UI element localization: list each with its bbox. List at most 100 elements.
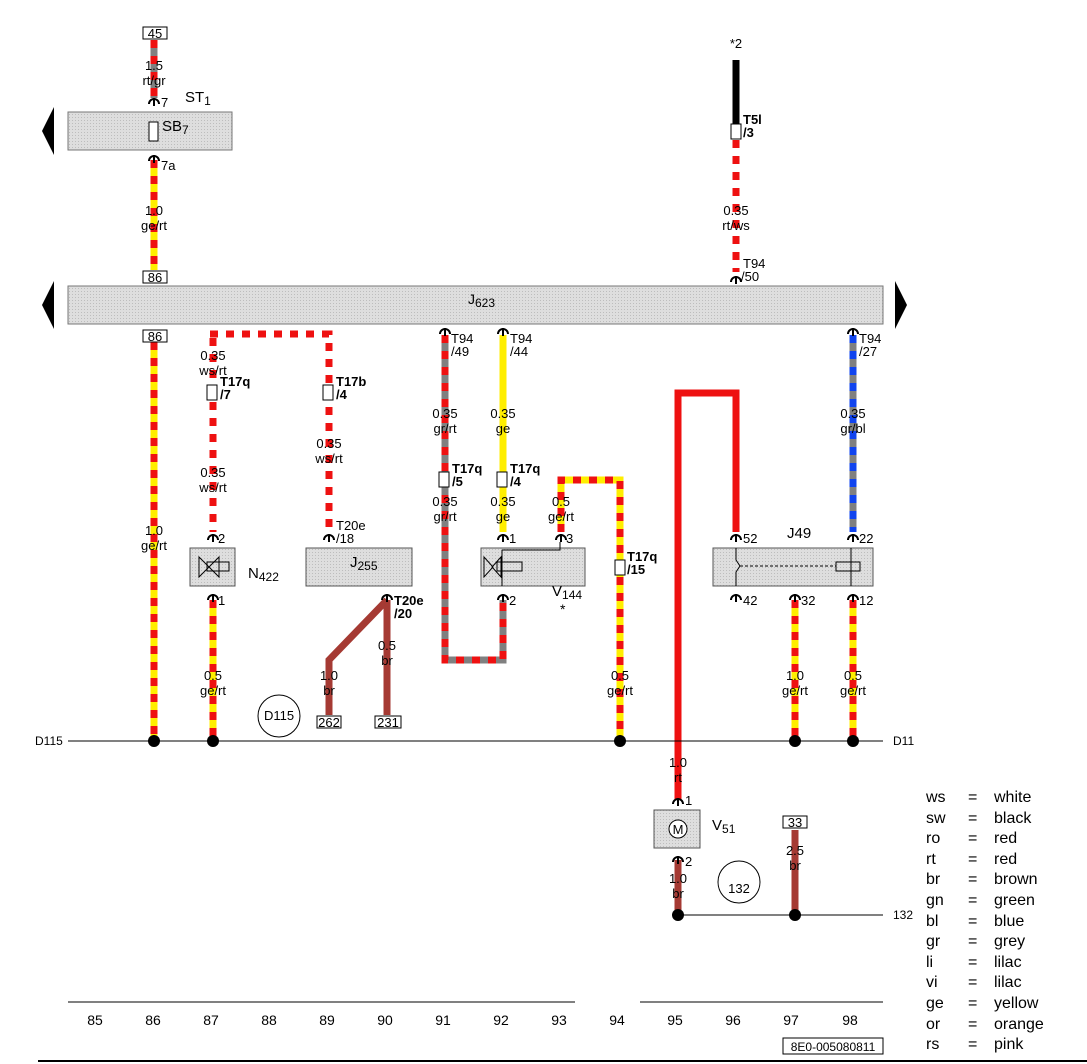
legend-equals: =	[968, 891, 978, 909]
connector-label: T17q	[627, 549, 657, 564]
ground-label-right: D11	[893, 734, 914, 748]
legend-code: rt	[926, 850, 936, 868]
junction-dot	[789, 735, 801, 747]
wire-color: rt/ws	[722, 218, 750, 233]
legend-row: rs=pink	[926, 1035, 1076, 1056]
document-number: 8E0-005080811	[791, 1040, 876, 1054]
wire-size: 0.5	[552, 494, 570, 509]
legend-color-name: brown	[994, 871, 1038, 889]
track-number: 93	[551, 1012, 567, 1028]
motor-v144	[480, 542, 586, 587]
pin-label: 1	[509, 531, 516, 546]
terminal-boxes	[142, 26, 808, 829]
track-number: 85	[87, 1012, 103, 1028]
junction-dot	[148, 735, 160, 747]
connector-label: /18	[336, 531, 354, 546]
wire-91-stripe	[441, 335, 507, 664]
legend-color-name: blue	[994, 912, 1025, 930]
wire-262	[325, 597, 390, 715]
legend-color-name: red	[994, 830, 1018, 848]
connector-label: T20e	[336, 518, 366, 533]
connector-label: T94	[451, 331, 473, 346]
legend-row: ro=red	[926, 829, 1076, 850]
pin-label: 42	[743, 593, 757, 608]
legend-row: bl=blue	[926, 912, 1076, 933]
wire-color: ge/rt	[548, 509, 574, 524]
left-arrow-icon	[42, 107, 54, 155]
connector-label: T17b	[336, 374, 366, 389]
legend-code: rs	[926, 1036, 940, 1054]
legend-code: bl	[926, 912, 939, 930]
legend-color-name: lilac	[994, 974, 1022, 992]
track-number: 89	[319, 1012, 335, 1028]
legend-color-name: green	[994, 891, 1035, 909]
wire-color: ge/rt	[141, 538, 167, 553]
wire-color: rt/gr	[142, 73, 166, 88]
track-number: 95	[667, 1012, 683, 1028]
legend-color-name: orange	[994, 1015, 1044, 1033]
wire-color: ge	[496, 421, 510, 436]
legend-equals: =	[968, 933, 978, 951]
relay-j49	[712, 547, 874, 587]
wire-color: br	[789, 858, 801, 873]
wire-color: gr/rt	[433, 421, 457, 436]
wire-size: 0.35	[200, 465, 225, 480]
track-number: 86	[145, 1012, 161, 1028]
ground-label-bottom: 132	[893, 908, 913, 922]
pin-label: 2	[685, 854, 692, 869]
wire-color: ge	[496, 509, 510, 524]
wire-size: 0.35	[840, 406, 865, 421]
control-unit-j623-name: J623	[468, 291, 495, 310]
legend-color-name: lilac	[994, 953, 1022, 971]
valve-n422	[189, 547, 236, 587]
wire-color: ge/rt	[141, 218, 167, 233]
wire-95	[674, 389, 740, 760]
ground-ref-132: 132	[728, 881, 750, 896]
fuse-carrier-name: ST1	[185, 89, 211, 108]
wire-size: 1.0	[786, 668, 804, 683]
wire-color: br	[672, 886, 684, 901]
wire-color: ge/rt	[200, 683, 226, 698]
motor-v51	[653, 809, 701, 849]
wire-color: gr/bl	[840, 421, 865, 436]
wire-size: 0.35	[316, 436, 341, 451]
pin-label: 52	[743, 531, 757, 546]
legend-row: li=lilac	[926, 953, 1076, 974]
wire-size: 0.35	[432, 494, 457, 509]
legend-code: ws	[926, 789, 946, 806]
wire-89	[210, 330, 333, 532]
pin-label: 12	[859, 593, 873, 608]
legend-equals: =	[968, 974, 978, 992]
legend-code: br	[926, 871, 941, 889]
legend-code: or	[926, 1015, 941, 1033]
pin-label: 1	[685, 793, 692, 808]
connector-label: /5	[452, 474, 463, 489]
valve-n422-name: N422	[248, 565, 279, 584]
pin-label: 1	[218, 593, 225, 608]
terminal-231: 231	[377, 715, 399, 730]
connector-note: *2	[730, 36, 742, 51]
motor-symbol: M	[673, 822, 684, 837]
wire-color: ws/rt	[198, 363, 227, 378]
legend-color-name: black	[994, 809, 1032, 827]
ground-ref-circle	[257, 694, 301, 738]
pin-label: 7	[161, 95, 168, 110]
ground-label-left: D115	[35, 734, 63, 748]
legend-equals: =	[968, 789, 978, 806]
wire-color: ws/rt	[198, 480, 227, 495]
wire-color: ge/rt	[840, 683, 866, 698]
track-number: 97	[783, 1012, 799, 1028]
wire-size: 1.0	[145, 523, 163, 538]
track-number: 96	[725, 1012, 741, 1028]
control-unit-j255	[305, 547, 413, 587]
legend-row: ge=yellow	[926, 994, 1076, 1015]
connector-label: /49	[451, 344, 469, 359]
wire-size: 0.5	[844, 668, 862, 683]
wire-89-stripe	[210, 330, 333, 532]
junction-dot	[672, 909, 684, 921]
wire-size: 0.35	[723, 203, 748, 218]
wire-size: 1.0	[145, 203, 163, 218]
legend-code: sw	[926, 809, 946, 827]
track-number: 88	[261, 1012, 277, 1028]
